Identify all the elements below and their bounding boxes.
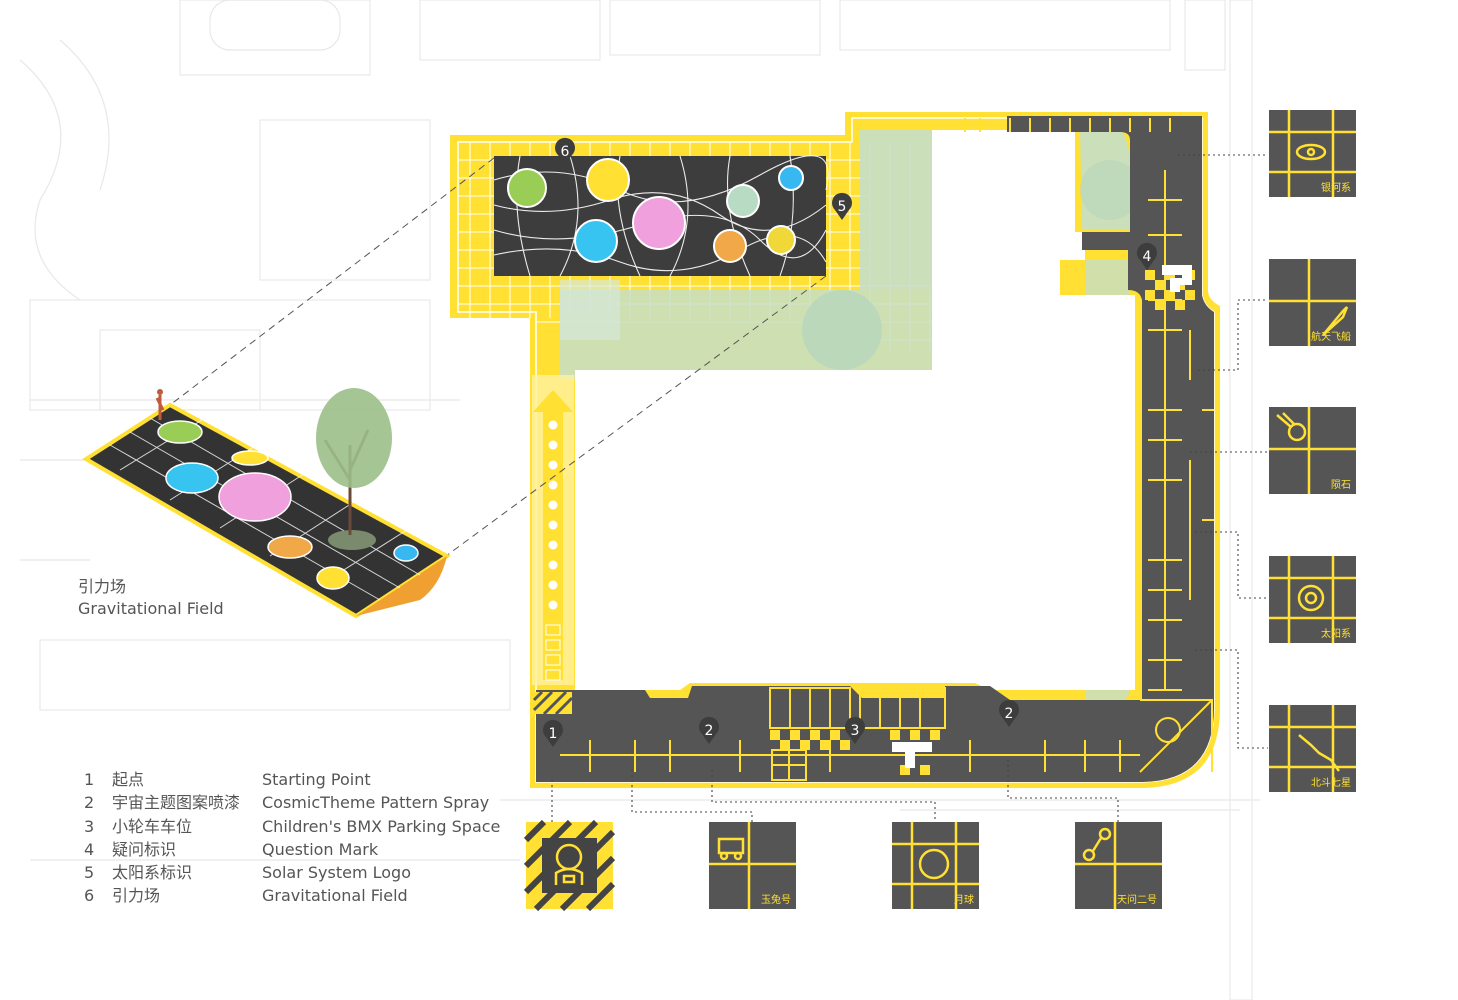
legend-label-zh: 疑问标识 (112, 839, 177, 859)
pattern-tile: 陨石 (1269, 407, 1356, 494)
projection-lines (169, 157, 827, 557)
pattern-tile: 太阳系 (1269, 556, 1356, 643)
moon-icon (892, 822, 979, 909)
legend-label-en: Children's BMX Parking Space (262, 816, 501, 836)
gravitational-field-plan (493, 155, 829, 277)
pattern-tile: 北斗七星 (1269, 705, 1356, 792)
legend-number: 5 (84, 863, 95, 883)
pattern-tile: 月球 (892, 822, 979, 909)
legend-label-zh: 起点 (112, 770, 145, 789)
tile-label: 陨石 (1331, 479, 1351, 491)
legend-label-zh: 引力场 (112, 886, 161, 906)
tile-label: 天问二号 (1117, 893, 1157, 906)
big-dipper-icon (1269, 705, 1356, 792)
marker-number: 3 (851, 723, 860, 739)
legend-label-zh: 小轮车车位 (112, 816, 193, 836)
marker-number: 5 (838, 199, 847, 215)
tile-label: 航天飞船 (1311, 330, 1351, 343)
legend-number: 2 (84, 793, 95, 813)
axonometric-caption: 引力场 Gravitational Field (78, 576, 224, 620)
map-marker: 5 (831, 192, 852, 220)
question-mark-marking (1162, 265, 1192, 292)
probe-icon (1075, 822, 1162, 909)
legend-number: 3 (84, 816, 95, 836)
sun-icon (1269, 556, 1356, 643)
pattern-tile: 天问二号 (1075, 822, 1162, 909)
start-arrow (532, 375, 574, 685)
caption-zh: 引力场 (78, 577, 127, 596)
map-marker: 1 (543, 719, 564, 747)
astronaut-icon (554, 843, 584, 885)
tile-label: 玉兔号 (761, 893, 791, 906)
galaxy-icon (1269, 110, 1356, 197)
question-mark-marking-2 (892, 742, 932, 768)
tile-label: 太阳系 (1321, 627, 1351, 640)
pattern-tile: 航天飞船 (1269, 259, 1356, 346)
legend-label-en: Gravitational Field (262, 886, 408, 906)
legend-label-en: Solar System Logo (262, 863, 411, 883)
legend-number: 6 (84, 886, 95, 906)
marker-number: 2 (705, 723, 714, 739)
pattern-tile: 玉兔号 (709, 822, 796, 909)
map-marker: 2 (698, 716, 719, 744)
gravitational-field-axonometric (82, 388, 451, 619)
start-tile (523, 819, 616, 912)
caption-en: Gravitational Field (78, 599, 224, 618)
marker-number: 6 (561, 144, 570, 160)
background-map (19, 0, 1260, 1000)
map-marker: 3 (845, 716, 865, 744)
building-footprint (575, 130, 1135, 690)
map-marker: 2 (998, 699, 1019, 727)
tile-label: 银河系 (1321, 181, 1351, 194)
asphalt-path (536, 116, 1214, 782)
tiles-bottom: 玉兔号 月球 天问二号 (709, 822, 1162, 909)
meteor-icon (1269, 407, 1356, 494)
road-markings (560, 118, 1214, 773)
legend-number: 1 (84, 770, 95, 789)
legend-number: 4 (84, 839, 95, 859)
rocket-icon (1269, 259, 1356, 346)
moon-rover-icon (709, 822, 796, 909)
map-markers: 1 2 3 4 5 6 2 (543, 137, 1157, 747)
legend-label-en: CosmicTheme Pattern Spray (262, 793, 490, 813)
legend-label-en: Starting Point (262, 770, 371, 789)
legend-label-zh: 太阳系标识 (112, 863, 193, 883)
tile-label: 月球 (954, 893, 974, 906)
leader-lines (551, 154, 1268, 822)
pattern-tile: 银河系 (1269, 110, 1356, 197)
marker-number: 2 (1005, 706, 1014, 722)
marker-number: 1 (549, 726, 558, 742)
legend-label-en: Question Mark (262, 839, 379, 859)
legend-label-zh: 宇宙主题图案喷漆 (112, 793, 241, 813)
map-marker: 6 (555, 137, 575, 165)
tile-label: 北斗七星 (1311, 777, 1351, 789)
map-marker: 4 (1136, 242, 1157, 270)
marker-number: 4 (1143, 249, 1152, 265)
